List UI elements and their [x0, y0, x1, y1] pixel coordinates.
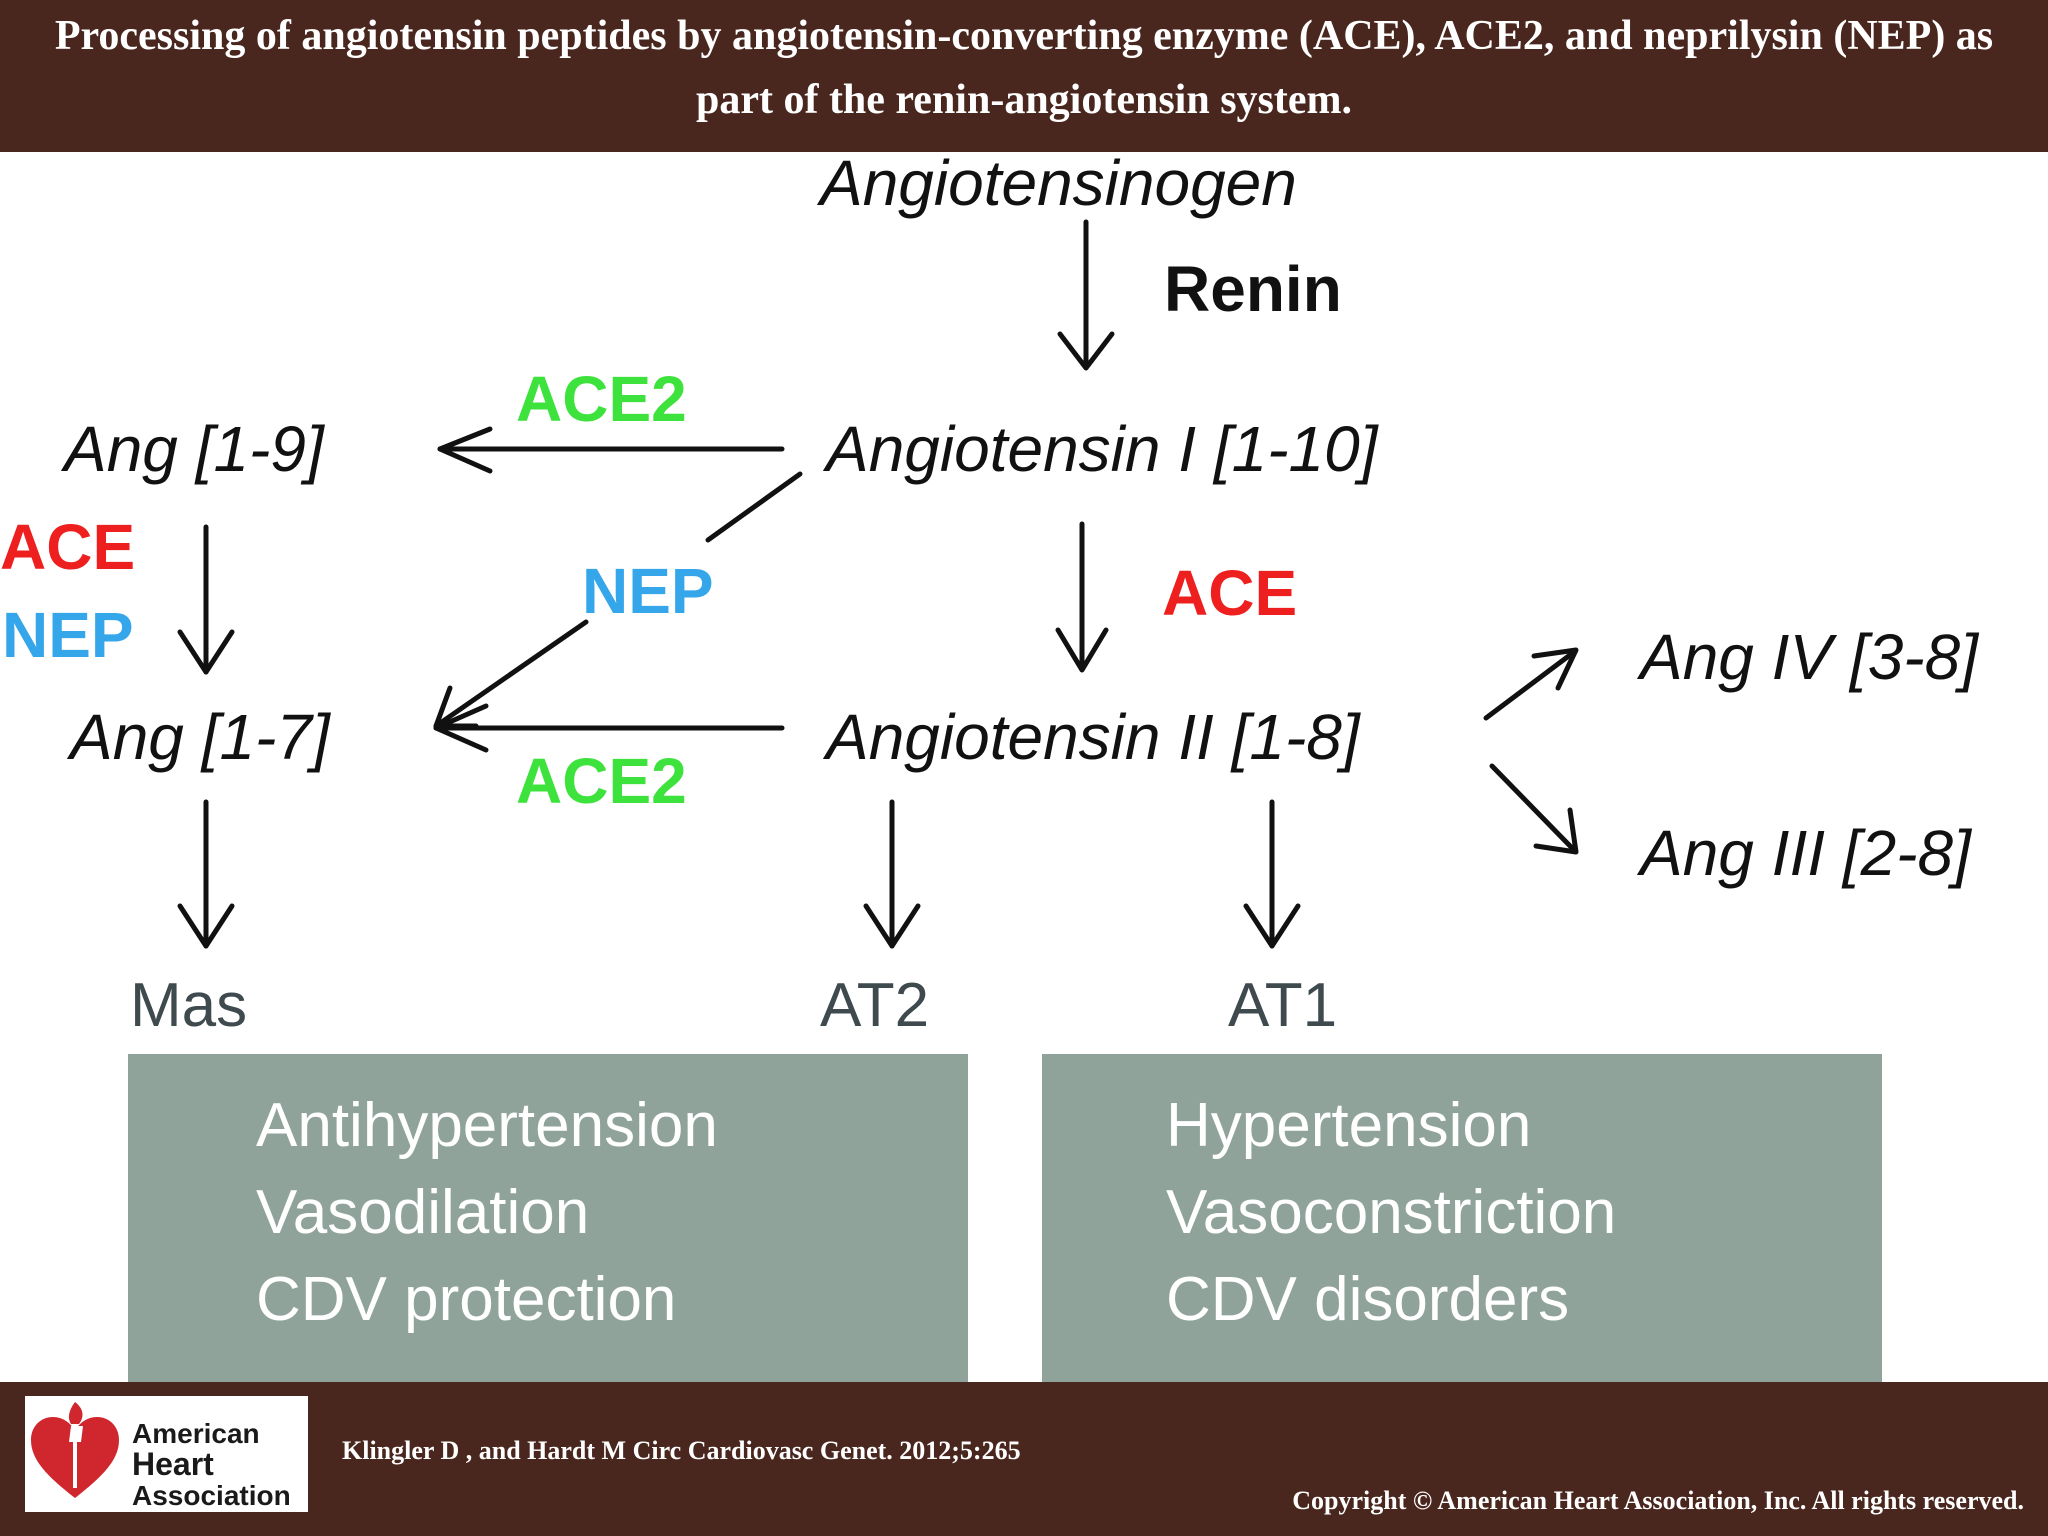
ang-iii-label: Ang III [2-8] — [1640, 817, 1971, 889]
angiotensin-i-label: Angiotensin I [1-10] — [826, 413, 1378, 485]
arrow-mas — [177, 799, 235, 949]
ang-1-7-label: Ang [1-7] — [70, 701, 330, 773]
at1-receptor-label: AT1 — [1228, 971, 1338, 1040]
nep-left-label: NEP — [2, 599, 134, 671]
angiotensin-ii-label: Angiotensin II [1-8] — [826, 701, 1360, 773]
effect-line: CDV disorders — [1166, 1265, 1570, 1334]
ace-center-label: ACE — [1162, 557, 1298, 629]
aha-logo-text: American Heart Association — [132, 1418, 291, 1511]
arrow-ace2-top — [437, 426, 785, 474]
copyright-text: Copyright © American Heart Association, … — [1292, 1486, 2024, 1515]
arrow-ace2-bottom — [433, 703, 785, 753]
mas-receptor-label: Mas — [130, 971, 248, 1040]
ang-1-9-label: Ang [1-9] — [64, 413, 324, 485]
logo-word: American — [132, 1418, 260, 1449]
renin-label: Renin — [1164, 253, 1342, 325]
logo-word: Heart — [132, 1446, 214, 1482]
nep-center-label: NEP — [582, 555, 714, 627]
arrow-ace-nep-left — [177, 524, 235, 675]
ace2-bottom-label: ACE2 — [516, 745, 687, 817]
at2-receptor-label: AT2 — [820, 971, 930, 1040]
effect-line: Antihypertension — [256, 1091, 718, 1160]
aha-logo: American Heart Association — [25, 1396, 308, 1512]
logo-word: Association — [132, 1480, 291, 1511]
arrow-nep-lower — [433, 619, 589, 729]
ace2-top-label: ACE2 — [516, 363, 687, 435]
effect-line: Hypertension — [1166, 1091, 1532, 1160]
title-banner: Processing of angiotensin peptides by an… — [0, 0, 2048, 152]
effects-box-protective: Antihypertension Vasodilation CDV protec… — [128, 1054, 968, 1382]
effects-box-pathological: Hypertension Vasoconstriction CDV disord… — [1042, 1054, 1882, 1382]
arrow-nep-upper — [705, 471, 803, 543]
effect-line: CDV protection — [256, 1265, 677, 1334]
ace-left-label: ACE — [0, 511, 136, 583]
arrow-ang-iii — [1489, 763, 1579, 855]
citation-text: Klingler D , and Hardt M Circ Cardiovasc… — [342, 1436, 1021, 1465]
ang-iv-label: Ang IV [3-8] — [1640, 621, 1978, 693]
effect-line: Vasodilation — [256, 1178, 590, 1247]
slide-title: Processing of angiotensin peptides by an… — [54, 13, 1994, 123]
footer-banner: American Heart Association Klingler D , … — [0, 1382, 2048, 1536]
arrow-ace — [1055, 521, 1109, 673]
angiotensinogen-label: Angiotensinogen — [820, 147, 1297, 219]
arrow-renin — [1057, 219, 1115, 371]
arrow-at2 — [863, 799, 921, 949]
arrow-at1 — [1243, 799, 1301, 949]
arrow-ang-iv — [1483, 647, 1579, 721]
heart-torch-icon — [31, 1402, 119, 1498]
effect-line: Vasoconstriction — [1166, 1178, 1617, 1247]
